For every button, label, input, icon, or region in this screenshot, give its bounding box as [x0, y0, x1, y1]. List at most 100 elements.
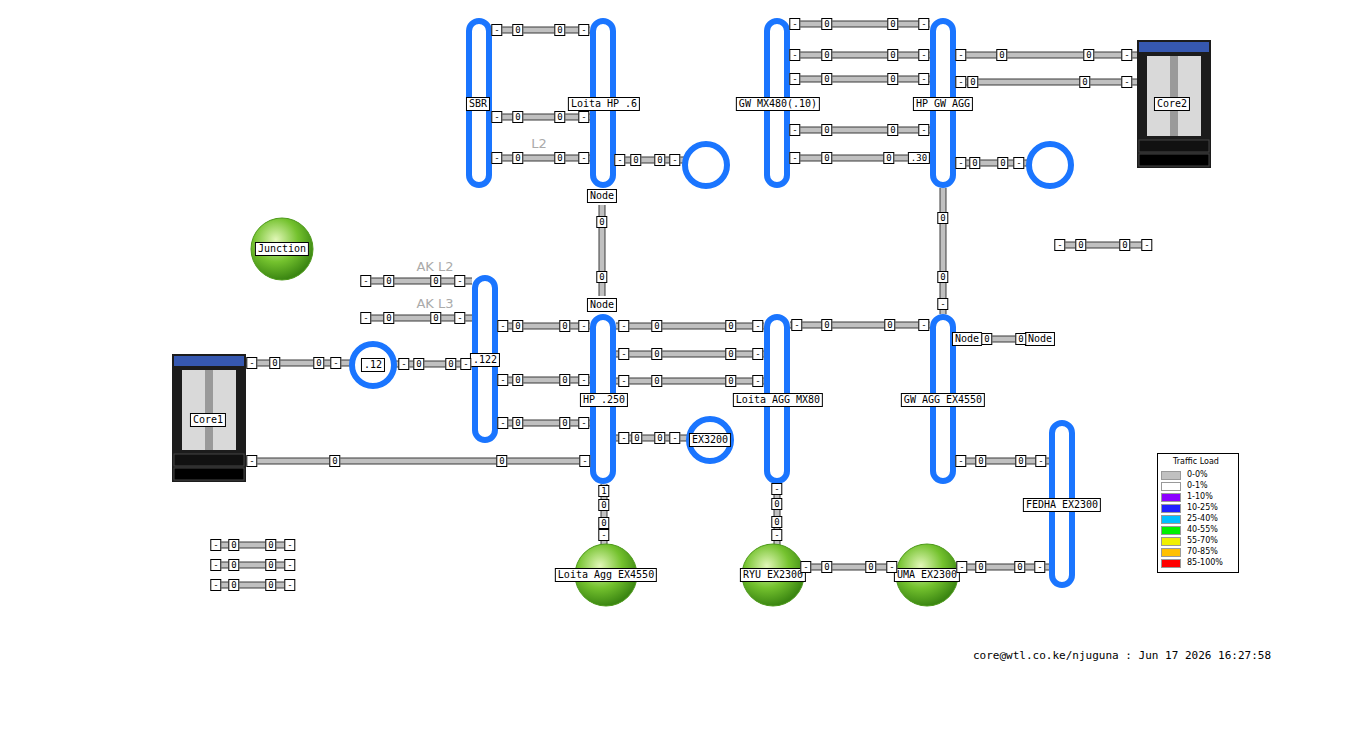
router-icon [1137, 40, 1211, 168]
node-label: RYU EX2300 [740, 568, 806, 582]
link-fill [956, 53, 1137, 58]
port-label: 0 [1119, 239, 1130, 251]
link-fill [956, 80, 1137, 85]
link [790, 130, 930, 131]
port-label: - [246, 455, 257, 467]
link [616, 381, 764, 382]
bandwidth-label: 0 [512, 320, 523, 332]
link-outline [492, 155, 590, 162]
bandwidth-label: 0 [512, 417, 523, 429]
node-label: .12 [361, 358, 385, 372]
node-label: Core1 [190, 413, 226, 427]
port-label: - [618, 432, 629, 444]
map-text: AK L3 [416, 296, 453, 311]
link [956, 55, 1137, 56]
link [492, 117, 590, 118]
port-label: 0 [313, 357, 324, 369]
port-label: - [937, 298, 948, 310]
node-label: Loita HP .6 [568, 97, 640, 111]
router-icon [172, 354, 246, 482]
port-label: 0 [865, 561, 876, 573]
legend-text: 1-10% [1187, 492, 1213, 502]
legend-swatch [1161, 493, 1181, 502]
switch-icon [469, 21, 489, 185]
bandwidth-label: 0 [512, 24, 523, 36]
link-fill [492, 28, 590, 33]
port-label: - [669, 432, 680, 444]
port-label: - [918, 319, 929, 331]
port-label: - [578, 374, 589, 386]
port-label: - [491, 24, 502, 36]
port-label: - [918, 124, 929, 136]
bandwidth-label: 0 [967, 76, 978, 88]
node-label: Loita Agg EX4550 [555, 568, 657, 582]
link [492, 158, 590, 159]
port-label: 0 [1015, 333, 1026, 345]
port-label: 0 [771, 516, 782, 528]
port-label: - [669, 154, 680, 166]
bandwidth-label: 0 [937, 212, 948, 224]
legend-row: 55-70% [1161, 536, 1218, 546]
bandwidth-label: 0 [981, 333, 992, 345]
node-label: Loita AGG MX80 [733, 393, 823, 407]
port-label: - [1035, 455, 1046, 467]
link [616, 354, 764, 355]
bandwidth-label: 0 [631, 432, 642, 444]
link-outline [803, 564, 897, 571]
legend-text: 70-85% [1187, 547, 1218, 557]
legend-text: 85-100% [1187, 558, 1223, 568]
link-outline [956, 79, 1137, 86]
node-name: Node [1028, 333, 1052, 344]
port-label: - [1121, 49, 1132, 61]
port-label: 0 [1075, 239, 1086, 251]
legend-text: 25-40% [1187, 514, 1218, 524]
port-label: - [789, 124, 800, 136]
port-label: - [497, 374, 508, 386]
node-name: Loita Agg EX4550 [558, 569, 654, 580]
node-label: HP .250 [580, 393, 628, 407]
node-name: GW AGG EX4550 [904, 394, 982, 405]
link-outline [246, 458, 590, 465]
port-label: 0 [887, 124, 898, 136]
node-label: Core2 [1154, 97, 1190, 111]
port-label: 0 [883, 152, 894, 164]
node-name: HP .250 [583, 394, 625, 405]
port-label: 0 [887, 73, 898, 85]
legend-row: 25-40% [1161, 514, 1218, 524]
port-label: 0 [884, 319, 895, 331]
node-name: HP GW AGG [916, 98, 970, 109]
port-label: 1 [598, 485, 609, 497]
bandwidth-label: 0 [821, 152, 832, 164]
legend-swatch [1161, 559, 1181, 568]
node-name: Core1 [193, 414, 223, 425]
port-label: - [578, 152, 589, 164]
link-fill [790, 128, 930, 133]
port-label: - [210, 559, 221, 571]
sphere-icon [251, 218, 313, 280]
legend-swatch [1161, 548, 1181, 557]
link [790, 55, 930, 56]
link [803, 567, 897, 568]
link-fill [941, 188, 946, 314]
port-label: 0 [997, 157, 1008, 169]
link-fill [790, 323, 930, 328]
port-label: 0 [887, 18, 898, 30]
port-label: - [497, 320, 508, 332]
legend-swatch [1161, 504, 1181, 513]
bandwidth-label: 0 [598, 499, 609, 511]
port-label: 0 [445, 358, 456, 370]
port-label: - [578, 24, 589, 36]
port-label: - [360, 312, 371, 324]
port-label: - [1121, 76, 1132, 88]
link-fill [1055, 243, 1152, 248]
node-label: UMA EX2300 [894, 568, 960, 582]
link-outline [790, 76, 930, 83]
node-label: HP GW AGG [913, 97, 973, 111]
legend-row: 0-0% [1161, 470, 1208, 480]
node-label: SBR [466, 97, 490, 111]
port-label: - [578, 320, 589, 332]
port-label: 0 [554, 152, 565, 164]
port-label: - [246, 357, 257, 369]
link [790, 79, 930, 80]
